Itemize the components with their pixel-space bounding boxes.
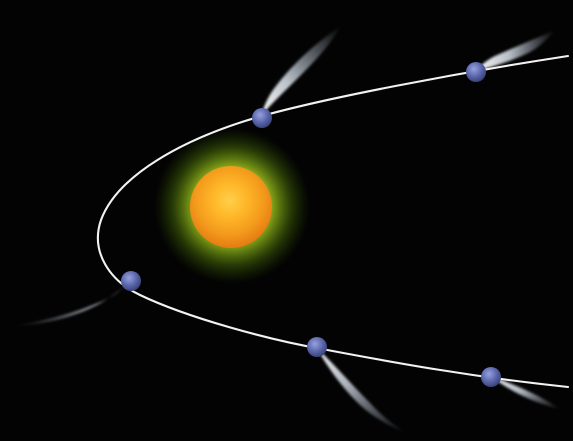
comet-tail-5	[491, 376, 560, 409]
comet-nucleus-2	[466, 62, 486, 82]
comet-nucleus-4	[307, 337, 327, 357]
comet-4	[307, 337, 407, 433]
comet-nucleus-3	[121, 271, 141, 291]
comet-1	[252, 26, 341, 128]
comet-nucleus-1	[252, 108, 272, 128]
comet-tail-1	[261, 26, 341, 116]
comet-5	[481, 367, 560, 409]
comet-orbit-path	[96, 54, 570, 389]
comet-3	[13, 271, 141, 326]
sun	[154, 128, 310, 284]
comet-nucleus-5	[481, 367, 501, 387]
comet-tail-2	[476, 30, 555, 71]
sun-core	[190, 166, 272, 248]
comet-2	[466, 30, 555, 82]
